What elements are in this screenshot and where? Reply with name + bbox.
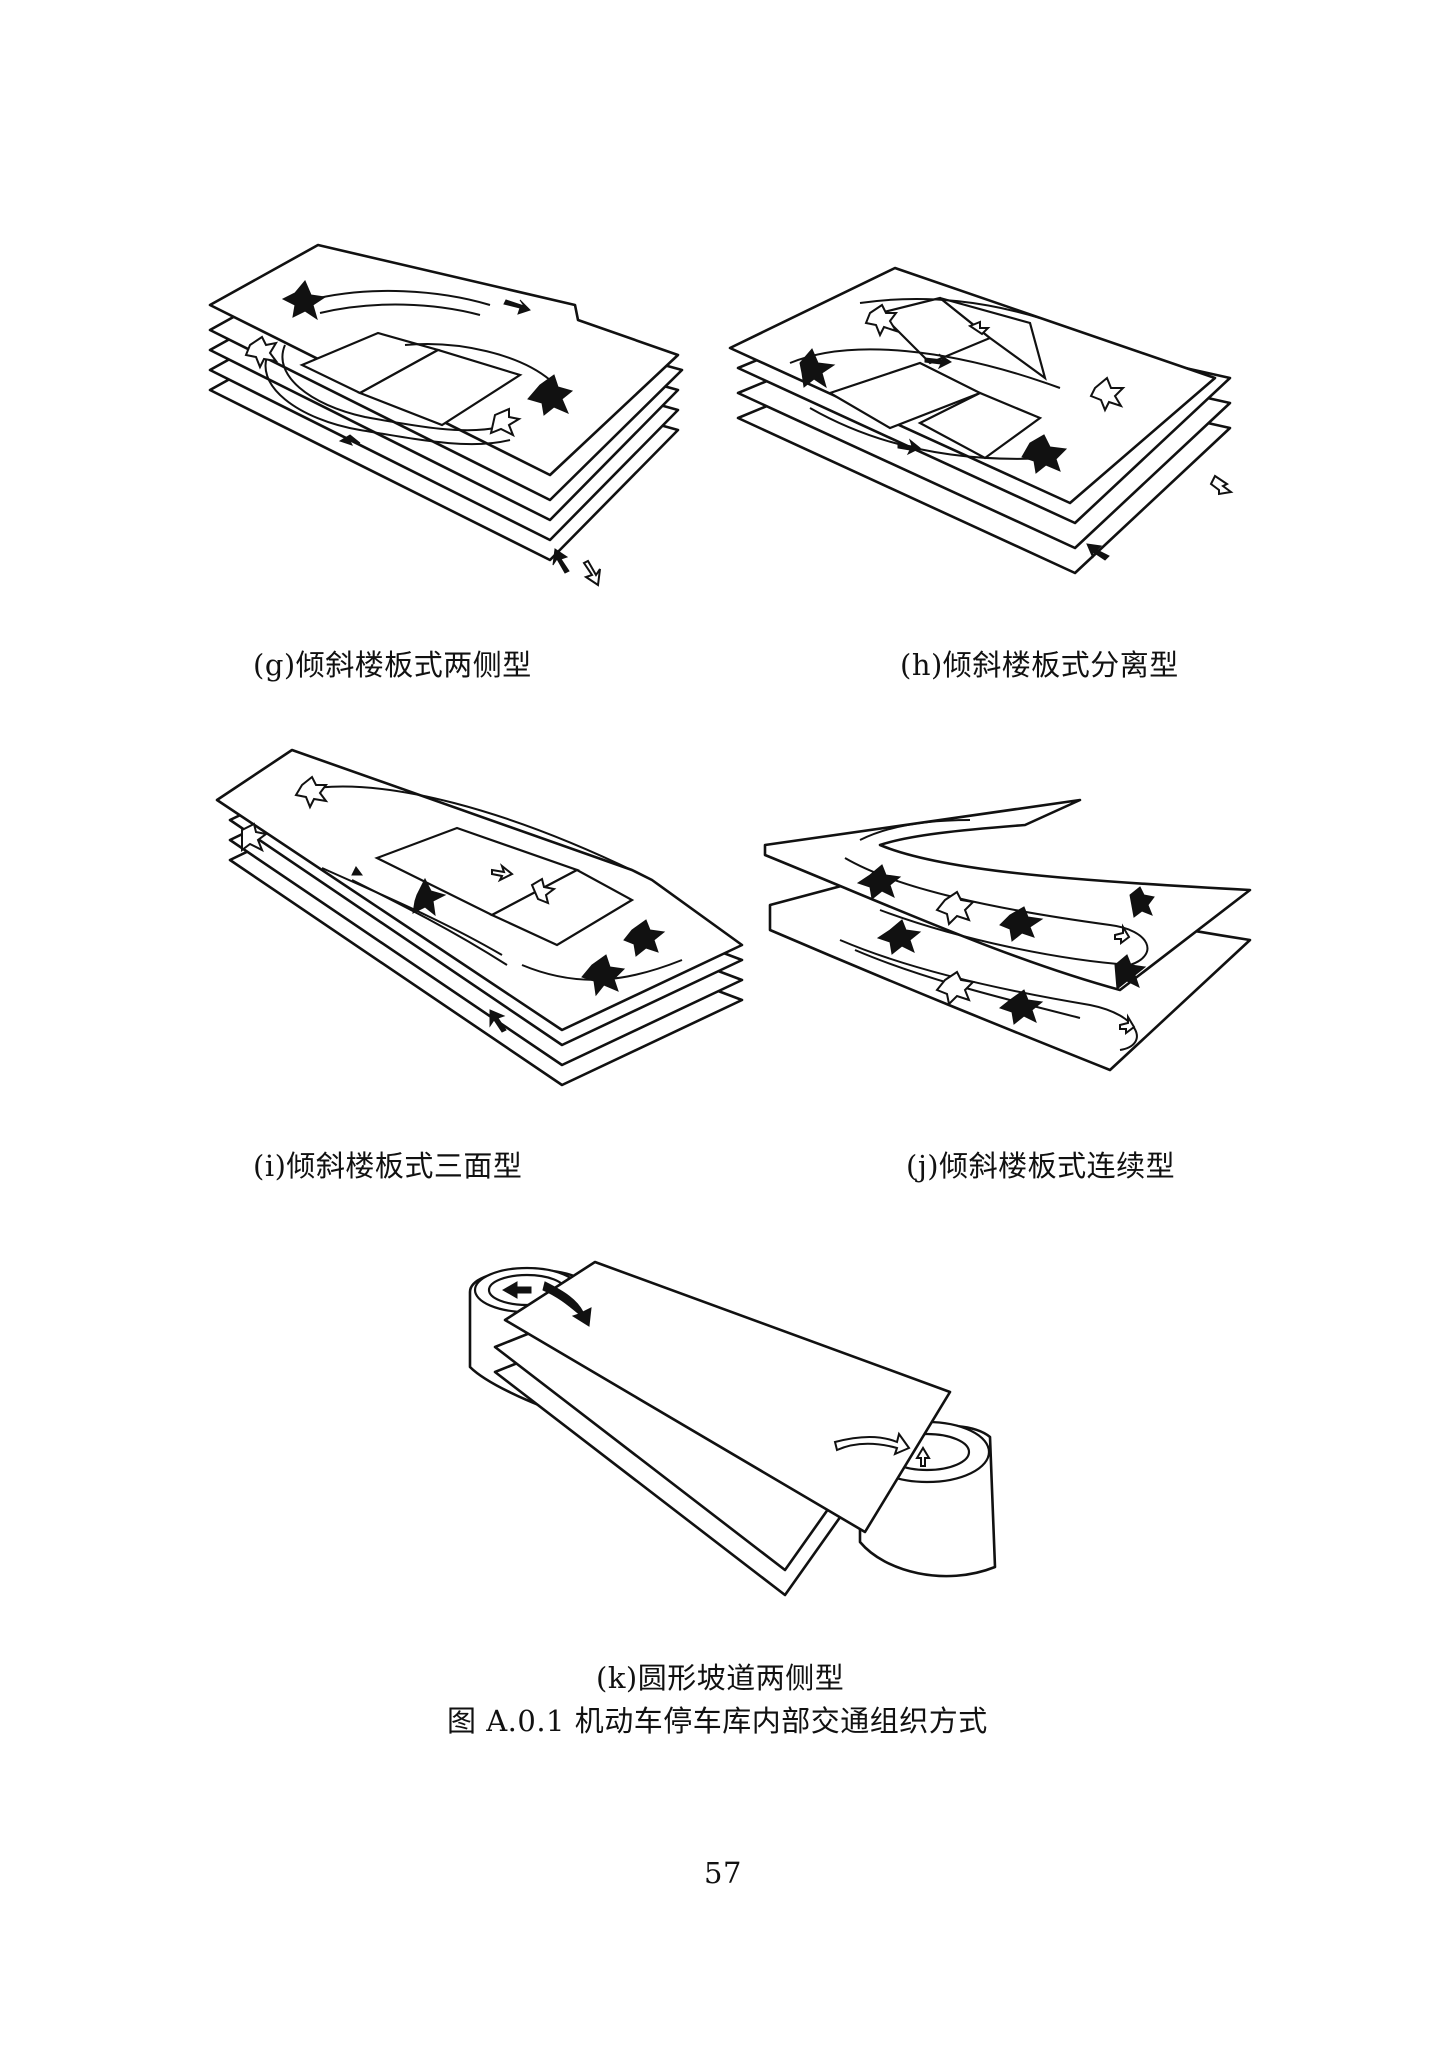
caption-k: (k)圆形坡道两侧型	[596, 1661, 845, 1695]
black-arrows	[281, 280, 574, 574]
caption-i: (i)倾斜楼板式三面型	[253, 1149, 523, 1183]
figure-g-diagram	[208, 243, 710, 587]
figure-title: 图 A.0.1 机动车停车库内部交通组织方式	[447, 1704, 988, 1738]
figure-k-diagram	[465, 1260, 1010, 1597]
floor-plate-stack	[493, 1260, 952, 1597]
hollow-arrows	[244, 335, 601, 587]
caption-g: (g)倾斜楼板式两侧型	[253, 648, 532, 682]
figure-h-diagram	[728, 266, 1250, 578]
floor-plate-stack	[215, 748, 744, 1087]
black-arrows	[351, 866, 666, 1033]
black-arrows	[799, 348, 1110, 561]
caption-h: (h)倾斜楼板式分离型	[900, 648, 1179, 682]
black-arrows	[856, 864, 1155, 1025]
traffic-lanes	[264, 289, 551, 446]
figure-j-diagram	[760, 790, 1265, 1080]
hollow-arrows	[935, 890, 1136, 1035]
ramp-arrows	[542, 1281, 911, 1456]
traffic-lanes	[301, 785, 683, 981]
center-voids	[827, 296, 1047, 460]
page-number: 57	[704, 1856, 742, 1890]
caption-j: (j)倾斜楼板式连续型	[906, 1149, 1176, 1183]
hollow-arrows	[241, 775, 557, 905]
floor-plate-stack	[763, 798, 1252, 1072]
center-voids	[374, 826, 635, 947]
figure-i-diagram	[212, 748, 747, 1090]
hollow-arrows	[864, 303, 1234, 496]
center-voids	[299, 331, 523, 427]
